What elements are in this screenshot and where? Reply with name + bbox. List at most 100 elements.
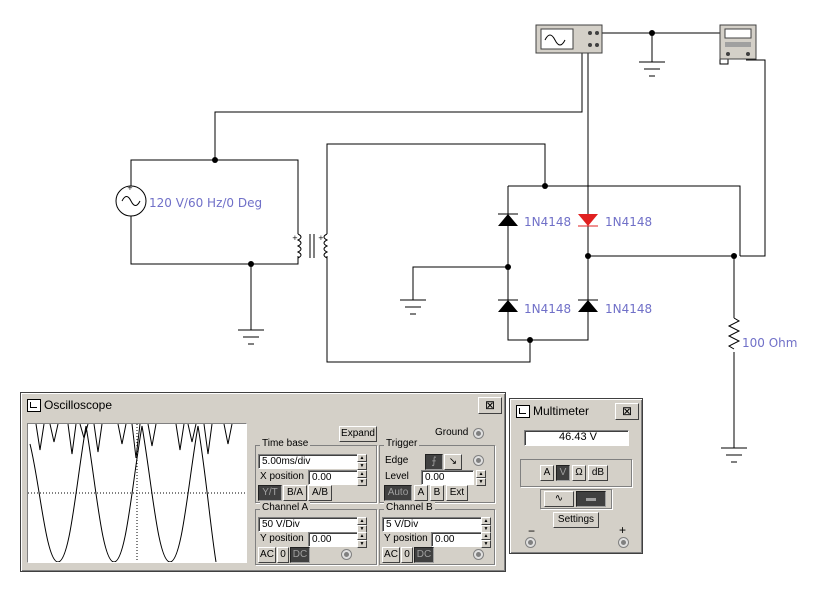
junction-dots xyxy=(212,30,737,343)
channel-b-terminal[interactable] xyxy=(473,549,484,560)
svg-text:+: + xyxy=(127,184,133,192)
mode-ba-button[interactable]: B/A xyxy=(283,485,307,501)
multimeter-window[interactable]: Multimeter ⊠ 46.43 V A V Ω dB ∿ ▬ Settin… xyxy=(509,398,643,554)
trigger-group: Trigger xyxy=(379,438,495,503)
xpos-spinner[interactable]: ▲▼ xyxy=(357,470,367,486)
negative-terminal[interactable] xyxy=(525,537,536,548)
wire xyxy=(326,256,531,363)
edge-falling-button[interactable]: ↘ xyxy=(444,454,462,470)
oscilloscope-window[interactable]: Oscilloscope ⊠ Expand xyxy=(20,392,506,572)
window-title: Oscilloscope xyxy=(44,398,113,412)
mode-volt-button[interactable]: V xyxy=(556,465,570,481)
group-title: Channel A xyxy=(260,502,311,513)
channel-a-zero-button[interactable]: 0 xyxy=(277,547,289,563)
channel-a-ypos-input[interactable]: 0.00 xyxy=(308,532,358,547)
reading-display: 46.43 V xyxy=(524,430,629,446)
diode-label: 1N4148 xyxy=(605,215,653,229)
plus-label: + xyxy=(619,523,627,537)
ground-label: Ground xyxy=(435,427,469,438)
svg-text:+: + xyxy=(292,234,298,242)
oscilloscope-instrument-icon xyxy=(535,24,603,54)
level-spinner[interactable]: ▲▼ xyxy=(476,470,486,486)
channel-b-ypos-input[interactable]: 0.00 xyxy=(431,532,482,547)
channel-b-ac-button[interactable]: AC xyxy=(382,547,400,563)
group-title: Time base xyxy=(260,438,311,449)
multimeter-titlebar[interactable]: Multimeter ⊠ xyxy=(513,402,639,420)
wire xyxy=(130,216,299,265)
channel-a-dc-button[interactable]: DC xyxy=(290,547,310,563)
timebase-input[interactable]: 5.00ms/div xyxy=(258,454,358,469)
close-button[interactable]: ⊠ xyxy=(478,397,502,414)
ground-icon xyxy=(400,299,426,315)
ypos-label: Y position xyxy=(260,533,304,544)
channel-a-scale-spinner[interactable]: ▲▼ xyxy=(357,517,367,533)
oscilloscope-titlebar[interactable]: Oscilloscope ⊠ xyxy=(24,396,502,414)
ac-mode-icon[interactable]: ∿ xyxy=(544,491,574,507)
xpos-input[interactable]: 0.00 xyxy=(308,470,358,485)
ground-terminal[interactable] xyxy=(473,428,484,439)
trigger-b-button[interactable]: B xyxy=(430,485,444,501)
mode-yt-button[interactable]: Y/T xyxy=(258,485,282,501)
ground-icon xyxy=(238,329,264,345)
level-label: Level xyxy=(385,471,409,482)
mode-ohm-button[interactable]: Ω xyxy=(572,465,586,481)
svg-text:+: + xyxy=(318,234,324,242)
wire xyxy=(740,59,766,257)
channel-a-ac-button[interactable]: AC xyxy=(258,547,276,563)
channel-a-scale-input[interactable]: 50 V/Div xyxy=(258,517,358,532)
group-title: Trigger xyxy=(384,438,420,449)
resistor-label: 100 Ohm xyxy=(742,336,798,350)
ypos-label: Y position xyxy=(384,533,428,544)
wire xyxy=(507,312,589,341)
wire xyxy=(412,266,508,300)
diode-label: 1N4148 xyxy=(524,302,572,316)
transformer-icon: + + xyxy=(292,233,329,259)
channel-a-ypos-spinner[interactable]: ▲▼ xyxy=(357,532,367,548)
window-title: Multimeter xyxy=(533,404,590,418)
mode-ab-button[interactable]: A/B xyxy=(308,485,332,501)
timebase-spinner[interactable]: ▲▼ xyxy=(357,454,367,470)
channel-a-group: Channel A xyxy=(255,502,377,565)
channel-b-scale-input[interactable]: 5 V/Div xyxy=(382,517,482,532)
wire xyxy=(326,143,546,234)
xpos-label: X position xyxy=(260,471,304,482)
trigger-terminal[interactable] xyxy=(473,455,484,466)
positive-terminal[interactable] xyxy=(618,537,629,548)
channel-b-dc-button[interactable]: DC xyxy=(414,547,434,563)
close-button[interactable]: ⊠ xyxy=(615,403,639,420)
window-icon xyxy=(516,405,530,418)
settings-button[interactable]: Settings xyxy=(553,512,599,528)
mode-db-button[interactable]: dB xyxy=(588,465,608,481)
channel-b-ypos-spinner[interactable]: ▲▼ xyxy=(481,532,491,548)
minus-label: − xyxy=(528,524,536,538)
channel-b-zero-button[interactable]: 0 xyxy=(401,547,413,563)
channel-b-group: Channel B xyxy=(379,502,495,565)
level-input[interactable]: 0.00 xyxy=(421,470,474,485)
trigger-ext-button[interactable]: Ext xyxy=(446,485,468,501)
multimeter-instrument-icon xyxy=(719,24,757,60)
edge-rising-button[interactable]: ⨍ xyxy=(425,454,443,470)
ac-source-icon: + xyxy=(115,184,147,217)
signal-panel xyxy=(540,489,612,509)
group-title: Channel B xyxy=(384,502,435,513)
diode-icon-active xyxy=(578,214,598,227)
mode-ampere-button[interactable]: A xyxy=(540,465,554,481)
dc-mode-icon[interactable]: ▬ xyxy=(576,491,606,507)
diode-icon xyxy=(578,299,598,312)
scope-trace xyxy=(28,423,246,563)
ground-icon xyxy=(639,61,665,77)
resistor-icon xyxy=(727,317,741,350)
mode-panel xyxy=(520,459,632,487)
wire xyxy=(215,159,299,234)
trigger-auto-button[interactable]: Auto xyxy=(384,485,412,501)
trigger-a-button[interactable]: A xyxy=(414,485,428,501)
channel-b-scale-spinner[interactable]: ▲▼ xyxy=(481,517,491,533)
channel-a-terminal[interactable] xyxy=(341,549,352,560)
source-label: 120 V/60 Hz/0 Deg xyxy=(149,196,263,210)
diode-icon xyxy=(498,213,518,226)
expand-button[interactable]: Expand xyxy=(339,426,377,442)
ground-icon xyxy=(721,447,747,463)
timebase-group: Time base xyxy=(255,438,377,503)
diode-label: 1N4148 xyxy=(524,215,572,229)
